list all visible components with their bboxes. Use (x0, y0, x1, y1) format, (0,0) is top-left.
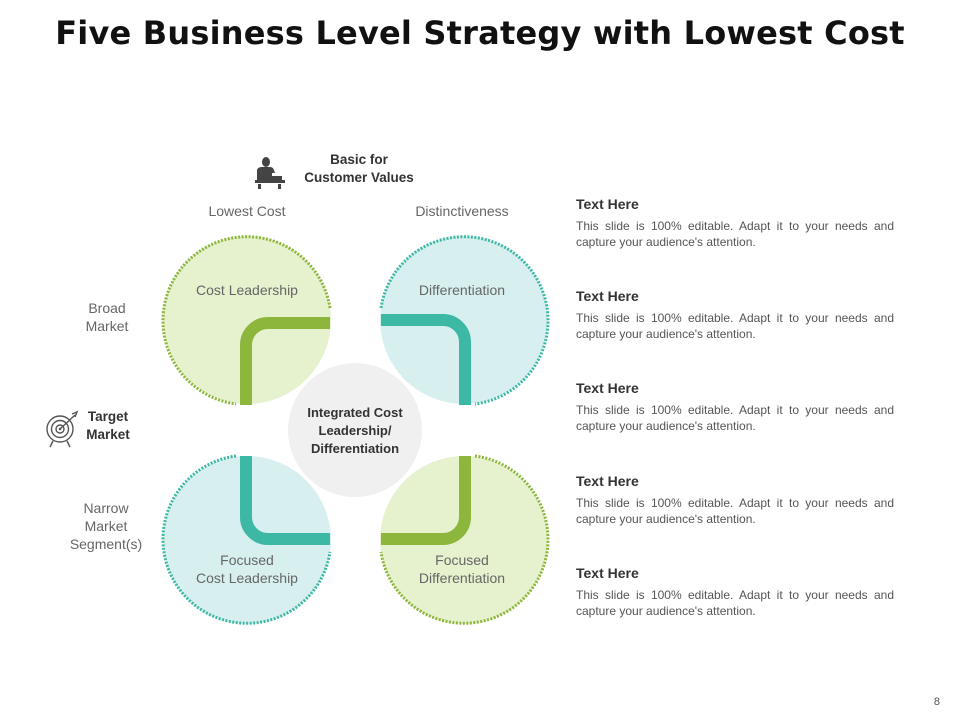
text-item: Text Here This slide is 100% editable. A… (576, 196, 894, 250)
text-item-heading: Text Here (576, 288, 639, 304)
text-item-body: This slide is 100% editable. Adapt it to… (576, 311, 894, 341)
text-item-heading: Text Here (576, 380, 639, 396)
target-dart-icon (46, 410, 79, 448)
target-market-label: Target Market (86, 409, 130, 442)
text-item-heading: Text Here (576, 473, 639, 489)
quadrant-focused-differentiation (379, 454, 550, 625)
cost-leadership-label: Cost Leadership (196, 282, 298, 298)
person-at-desk-icon (255, 157, 285, 189)
focused-differentiation-label: Focused Differentiation (418, 552, 506, 586)
quadrant-cost-leadership (161, 235, 332, 406)
text-item-heading: Text Here (576, 565, 639, 581)
text-item-heading: Text Here (576, 196, 639, 212)
text-item-body: This slide is 100% editable. Adapt it to… (576, 403, 894, 433)
text-item: Text Here This slide is 100% editable. A… (576, 288, 894, 342)
broad-market-label: Broad Market (85, 300, 129, 334)
text-item: Text Here This slide is 100% editable. A… (576, 473, 894, 527)
focused-cost-leadership-label: Focused Cost Leadership (196, 552, 298, 586)
text-item: Text Here This slide is 100% editable. A… (576, 380, 894, 434)
integrated-cost-label: Integrated Cost Leadership/ Differentiat… (307, 405, 403, 456)
distinctiveness-label: Distinctiveness (415, 203, 509, 219)
quadrant-differentiation (379, 235, 550, 406)
center-circle (288, 363, 422, 497)
page-number: 8 (933, 696, 940, 708)
text-item-body: This slide is 100% editable. Adapt it to… (576, 496, 894, 526)
differentiation-label: Differentiation (418, 282, 506, 298)
lowest-cost-label: Lowest Cost (208, 203, 286, 219)
text-item: Text Here This slide is 100% editable. A… (576, 565, 894, 619)
narrow-market-label: Narrow Market Segment(s) (69, 500, 143, 552)
page-title: Five Business Level Strategy with Lowest… (55, 14, 905, 52)
quadrant-focused-cost-leadership (161, 454, 332, 625)
basic-customer-values-label: Basic for Customer Values (304, 152, 414, 185)
text-item-body: This slide is 100% editable. Adapt it to… (576, 588, 894, 618)
text-item-body: This slide is 100% editable. Adapt it to… (576, 219, 894, 249)
